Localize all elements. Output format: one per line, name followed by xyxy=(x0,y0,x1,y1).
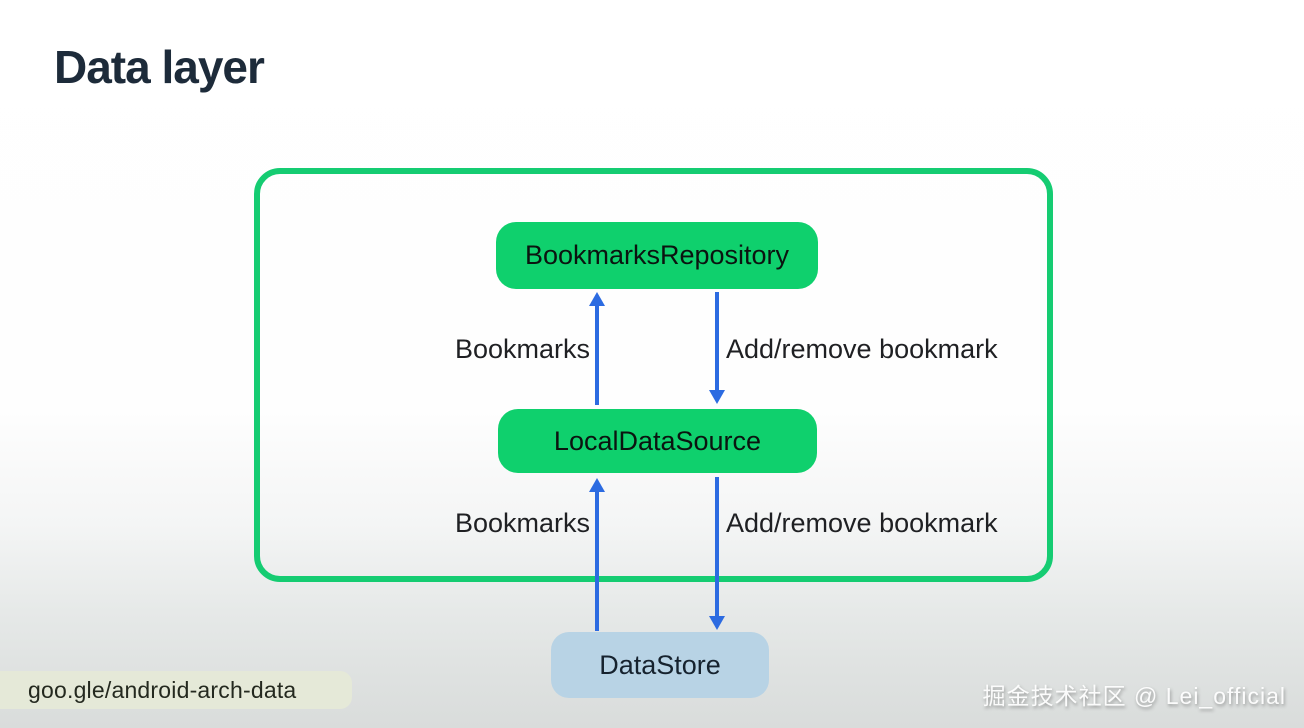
node-local-data-source: LocalDataSource xyxy=(498,409,817,473)
edge-label-bookmarks: Bookmarks xyxy=(454,334,590,364)
data-layer-boundary-box xyxy=(254,168,1053,582)
node-data-store: DataStore xyxy=(551,632,769,698)
arrow-up-icon xyxy=(589,292,605,405)
arrow-up-icon xyxy=(589,478,605,631)
arrow-down-icon xyxy=(709,292,725,404)
node-label: BookmarksRepository xyxy=(524,240,790,270)
page-title: Data layer xyxy=(54,41,265,93)
footer-link-pill: goo.gle/android-arch-data xyxy=(0,671,352,709)
edge-label-add-remove-bookmark: Add/remove bookmark xyxy=(726,508,998,538)
footer-link-text: goo.gle/android-arch-data xyxy=(28,676,297,703)
edge-label-bookmarks: Bookmarks xyxy=(454,508,590,538)
node-label: LocalDataSource xyxy=(553,425,762,456)
arrow-down-icon xyxy=(709,477,725,630)
node-bookmarks-repository: BookmarksRepository xyxy=(496,222,818,289)
edge-label-add-remove-bookmark: Add/remove bookmark xyxy=(726,334,998,364)
node-label: DataStore xyxy=(599,649,721,680)
watermark-text: 掘金技术社区 @ Lei_official xyxy=(982,683,1286,709)
